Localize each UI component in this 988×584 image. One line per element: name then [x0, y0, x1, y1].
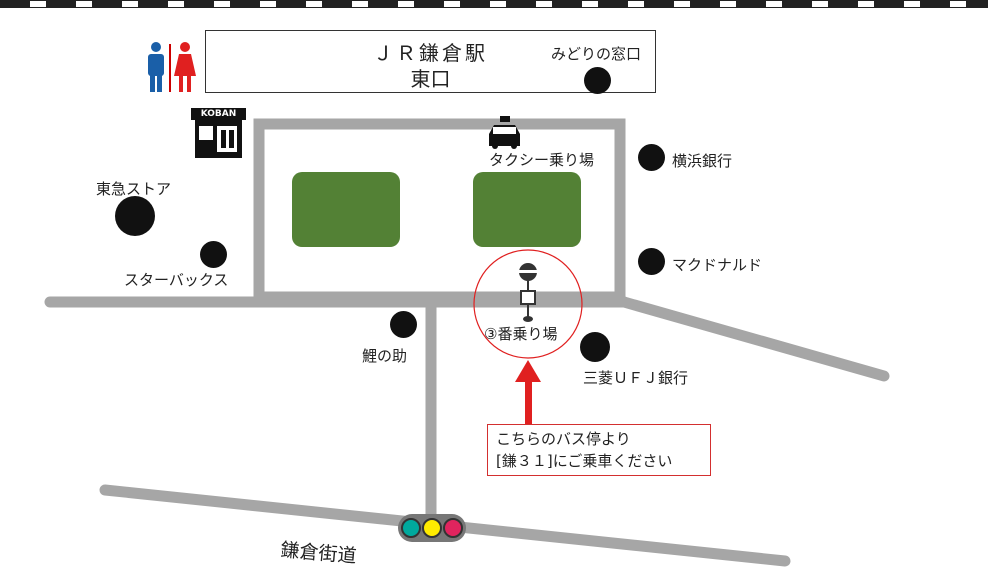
- bus-stop-icon: [519, 263, 537, 322]
- station-name: ＪＲ鎌倉駅: [373, 41, 488, 65]
- midori-dot: [584, 67, 611, 94]
- female-icon: [174, 42, 196, 92]
- station-exit: 東口: [410, 67, 451, 91]
- mufg-dot: [580, 332, 610, 362]
- green-area-left: [292, 172, 400, 247]
- railway-track: [0, 0, 988, 8]
- starbucks-label: スターバックス: [124, 271, 229, 289]
- divider: [169, 44, 171, 92]
- tokyu-label: 東急ストア: [96, 180, 172, 198]
- mcdonalds-dot: [638, 248, 665, 275]
- starbucks-dot: [200, 241, 227, 268]
- mcdonalds-label: マクドナルド: [672, 256, 763, 274]
- traffic-light-icon: [398, 514, 466, 542]
- koinosuke-dot: [390, 311, 417, 338]
- taxi-icon: [489, 116, 520, 149]
- koban-icon: KOBAN: [191, 108, 246, 158]
- koban-label: KOBAN: [200, 109, 237, 119]
- instruction-box: こちらのバス停より [鎌３１]にご乗車ください: [487, 424, 711, 476]
- taxi-label: タクシー乗り場: [489, 151, 595, 169]
- bus-stop-label: ③番乗り場: [484, 325, 558, 343]
- green-area-right: [473, 172, 581, 247]
- mufg-label: 三菱ＵＦＪ銀行: [583, 369, 689, 387]
- instruction-line2: [鎌３１]にご乗車ください: [496, 452, 673, 470]
- east-road: [618, 296, 890, 382]
- koinosuke-label: 鯉の助: [362, 347, 408, 365]
- arrow-icon: [515, 360, 541, 426]
- instruction-line1: こちらのバス停より: [496, 430, 631, 448]
- midori-label: みどりの窓口: [551, 45, 642, 63]
- yokohama-bank-dot: [638, 144, 665, 171]
- bus-stop-circle: [473, 249, 583, 359]
- tokyu-dot: [115, 196, 155, 236]
- restroom-icon: [148, 42, 196, 92]
- yokohama-bank-label: 横浜銀行: [672, 152, 733, 170]
- male-icon: [148, 42, 164, 92]
- station-box: ＪＲ鎌倉駅 東口 みどりの窓口: [205, 30, 656, 93]
- roads: [44, 118, 890, 567]
